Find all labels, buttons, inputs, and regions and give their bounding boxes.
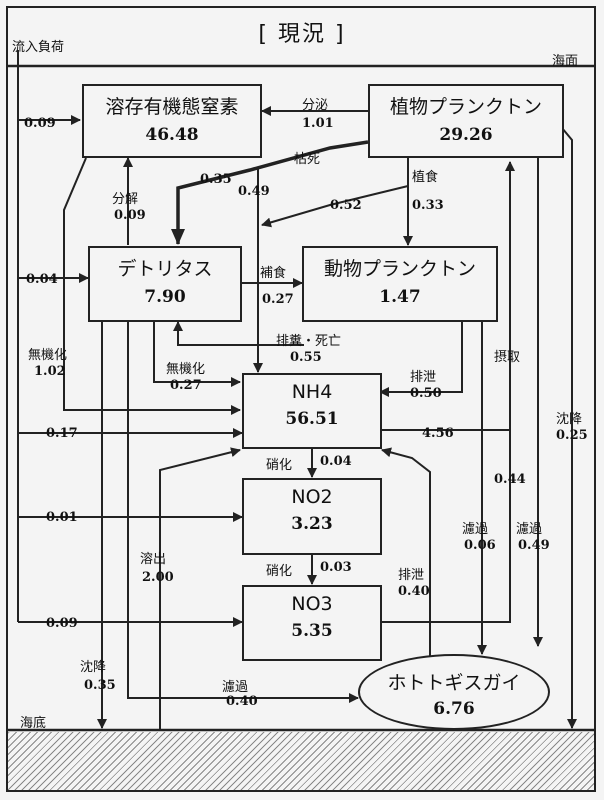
node-detritus: デトリタス 7.90 [88, 246, 242, 322]
node-phytoplankton-value: 29.26 [439, 125, 493, 145]
grazing-label: 植食 [412, 170, 439, 185]
withering-label: 枯死 [294, 152, 321, 167]
node-no3-name: NO3 [291, 593, 333, 615]
uptake-no3-value: 0.44 [494, 472, 526, 487]
node-no2: NO2 3.23 [242, 478, 382, 555]
sea-bottom-sediment [8, 732, 594, 790]
node-clam-name: ホトトギスガイ [387, 672, 521, 694]
node-zooplankton-name: 動物プランクトン [323, 258, 476, 280]
node-no2-name: NO2 [291, 486, 333, 508]
node-no3-value: 5.35 [291, 621, 333, 641]
filter-phyto-label: 濾過 [516, 522, 543, 537]
detritus-sinking-value: 0.35 [84, 678, 116, 693]
filter-zoo-value: 0.06 [464, 538, 496, 553]
nitrification-1-label: 硝化 [266, 458, 293, 473]
node-nh4-value: 56.51 [285, 409, 339, 429]
inflow-nh4-value: 0.17 [46, 426, 78, 441]
node-nh4: NH4 56.51 [242, 373, 382, 449]
withering-detritus-value: 0.35 [200, 172, 232, 187]
secretion-value: 1.01 [302, 116, 334, 131]
grazing-detritus-value: 0.52 [330, 198, 362, 213]
dissolution-label: 溶出 [140, 552, 167, 567]
node-zooplankton-value: 1.47 [379, 287, 421, 307]
node-detritus-value: 7.90 [144, 287, 186, 307]
node-nh4-name: NH4 [291, 381, 333, 403]
filter-zoo-label: 濾過 [462, 522, 489, 537]
node-don-name: 溶存有機態窒素 [105, 96, 239, 118]
mineralization-don-value: 1.02 [34, 364, 66, 379]
node-clam-value: 6.76 [433, 699, 475, 719]
sea-surface-label: 海面 [552, 54, 579, 69]
zoo-excretion-label: 排泄 [410, 370, 437, 385]
predation-value: 0.27 [262, 292, 294, 307]
detritus-sinking-label: 沈降 [80, 660, 107, 675]
node-zooplankton: 動物プランクトン 1.47 [302, 246, 498, 322]
mineralization-detritus-value: 0.27 [170, 378, 202, 393]
clam-excretion-value: 0.40 [398, 584, 430, 599]
node-don-value: 46.48 [145, 125, 199, 145]
clam-excretion-label: 排泄 [398, 568, 425, 583]
excretion-death-label: 排糞・死亡 [276, 334, 342, 349]
sea-bottom-label: 海底 [20, 716, 47, 731]
node-clam: ホトトギスガイ 6.76 [358, 654, 550, 730]
uptake-label: 摂取 [494, 350, 521, 365]
nitrification-2-value: 0.03 [320, 560, 352, 575]
filter-phyto-value: 0.49 [518, 538, 550, 553]
node-no2-value: 3.23 [291, 514, 333, 534]
filter-detritus-label: 濾過 [222, 680, 249, 695]
page-title: [ 現況 ] [258, 22, 346, 47]
decomposition-value: 0.09 [114, 208, 146, 223]
decomposition-label: 分解 [112, 192, 139, 207]
node-no3: NO3 5.35 [242, 585, 382, 661]
uptake-nh4-value: 4.56 [422, 426, 454, 441]
nitrification-1-value: 0.04 [320, 454, 352, 469]
predation-label: 補食 [260, 266, 287, 281]
phyto-sinking-value: 0.25 [556, 428, 588, 443]
zoo-excretion-value: 0.50 [410, 386, 442, 401]
grazing-zoo-value: 0.33 [412, 198, 444, 213]
node-don: 溶存有機態窒素 46.48 [82, 84, 262, 158]
node-detritus-name: デトリタス [117, 258, 213, 280]
inflow-load-label: 流入負荷 [12, 40, 65, 55]
diagram-frame [6, 6, 596, 792]
node-phytoplankton: 植物プランクトン 29.26 [368, 84, 564, 158]
inflow-detritus-value: 0.04 [26, 272, 58, 287]
node-phytoplankton-name: 植物プランクトン [389, 96, 542, 118]
filter-detritus-value: 0.40 [226, 694, 258, 709]
phyto-sinking-label: 沈降 [556, 412, 583, 427]
mineralization-don-label: 無機化 [28, 348, 68, 363]
inflow-no2-value: 0.01 [46, 510, 78, 525]
withering-nh4-value: 0.49 [238, 184, 270, 199]
inflow-don-value: 0.09 [24, 116, 56, 131]
inflow-no3-value: 0.09 [46, 616, 78, 631]
dissolution-value: 2.00 [142, 570, 174, 585]
excretion-death-value: 0.55 [290, 350, 322, 365]
nitrification-2-label: 硝化 [266, 564, 293, 579]
secretion-label: 分泌 [302, 98, 329, 113]
mineralization-detritus-label: 無機化 [166, 362, 206, 377]
